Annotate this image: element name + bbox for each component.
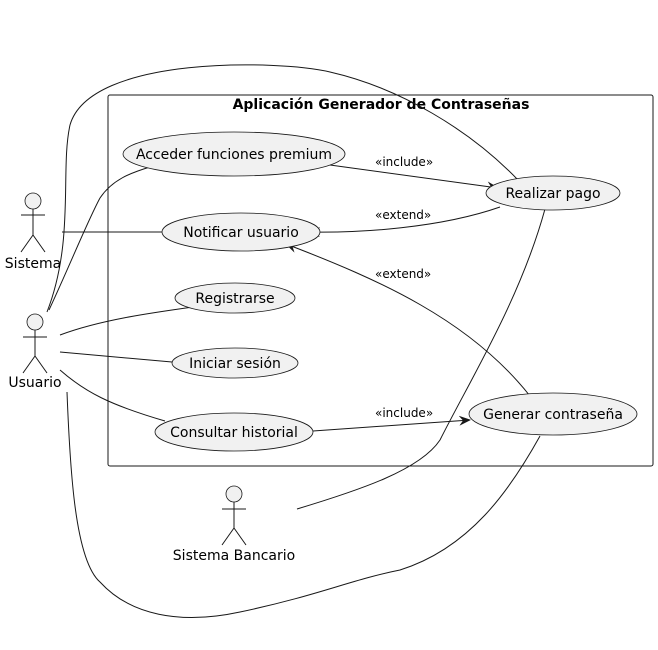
system-boundary <box>107 94 654 467</box>
actor-banco-label: Sistema Bancario <box>173 548 295 564</box>
label-pago-notificar: «extend» <box>375 208 431 222</box>
actor-sistema-bancario: Sistema Bancario <box>173 485 295 564</box>
actor-usuario-icon <box>26 313 44 331</box>
arrow-pago-notificar <box>308 206 501 238</box>
actor-usuario: Usuario <box>8 313 62 391</box>
line-usuario-registrarse <box>59 306 194 336</box>
use-case-login: Iniciar sesión <box>171 347 299 379</box>
line-banco-pago <box>296 208 546 510</box>
arrow-historial-generar <box>312 415 471 432</box>
actor-sistema-icon <box>24 192 42 210</box>
label-historial-generar: «include» <box>375 406 433 420</box>
actor-banco-icon <box>225 485 243 503</box>
actor-sistema-label: Sistema <box>5 256 61 272</box>
actor-usuario-label: Usuario <box>8 375 61 391</box>
use-case-registrarse: Registrarse <box>174 282 296 314</box>
line-usuario-login <box>59 351 173 363</box>
actor-sistema: Sistema <box>5 192 61 272</box>
svg-text:Realizar pago: Realizar pago <box>505 186 600 202</box>
line-usuario-historial <box>59 369 166 422</box>
arrow-generar-notificar <box>285 243 531 397</box>
svg-text:Acceder funciones premium: Acceder funciones premium <box>136 147 332 163</box>
use-case-historial: Consultar historial <box>154 412 314 452</box>
use-case-notificar: Notificar usuario <box>161 212 321 252</box>
svg-text:Notificar usuario: Notificar usuario <box>183 225 299 241</box>
use-case-generar: Generar contraseña <box>468 392 638 436</box>
arrow-premium-pago <box>329 164 499 192</box>
svg-text:Iniciar sesión: Iniciar sesión <box>189 356 281 372</box>
svg-text:Generar contraseña: Generar contraseña <box>483 407 623 423</box>
line-usuario-premium <box>48 166 151 311</box>
use-case-pago: Realizar pago <box>485 175 621 211</box>
use-case-premium: Acceder funciones premium <box>122 131 346 177</box>
svg-text:Consultar historial: Consultar historial <box>170 425 298 441</box>
svg-text:Registrarse: Registrarse <box>195 291 274 307</box>
line-usuario-generar <box>66 391 541 618</box>
system-title: Aplicación Generador de Contraseñas <box>233 97 530 113</box>
line-usuario-pago <box>46 64 519 313</box>
label-premium-pago: «include» <box>375 155 433 169</box>
label-generar-notificar: «extend» <box>375 267 431 281</box>
